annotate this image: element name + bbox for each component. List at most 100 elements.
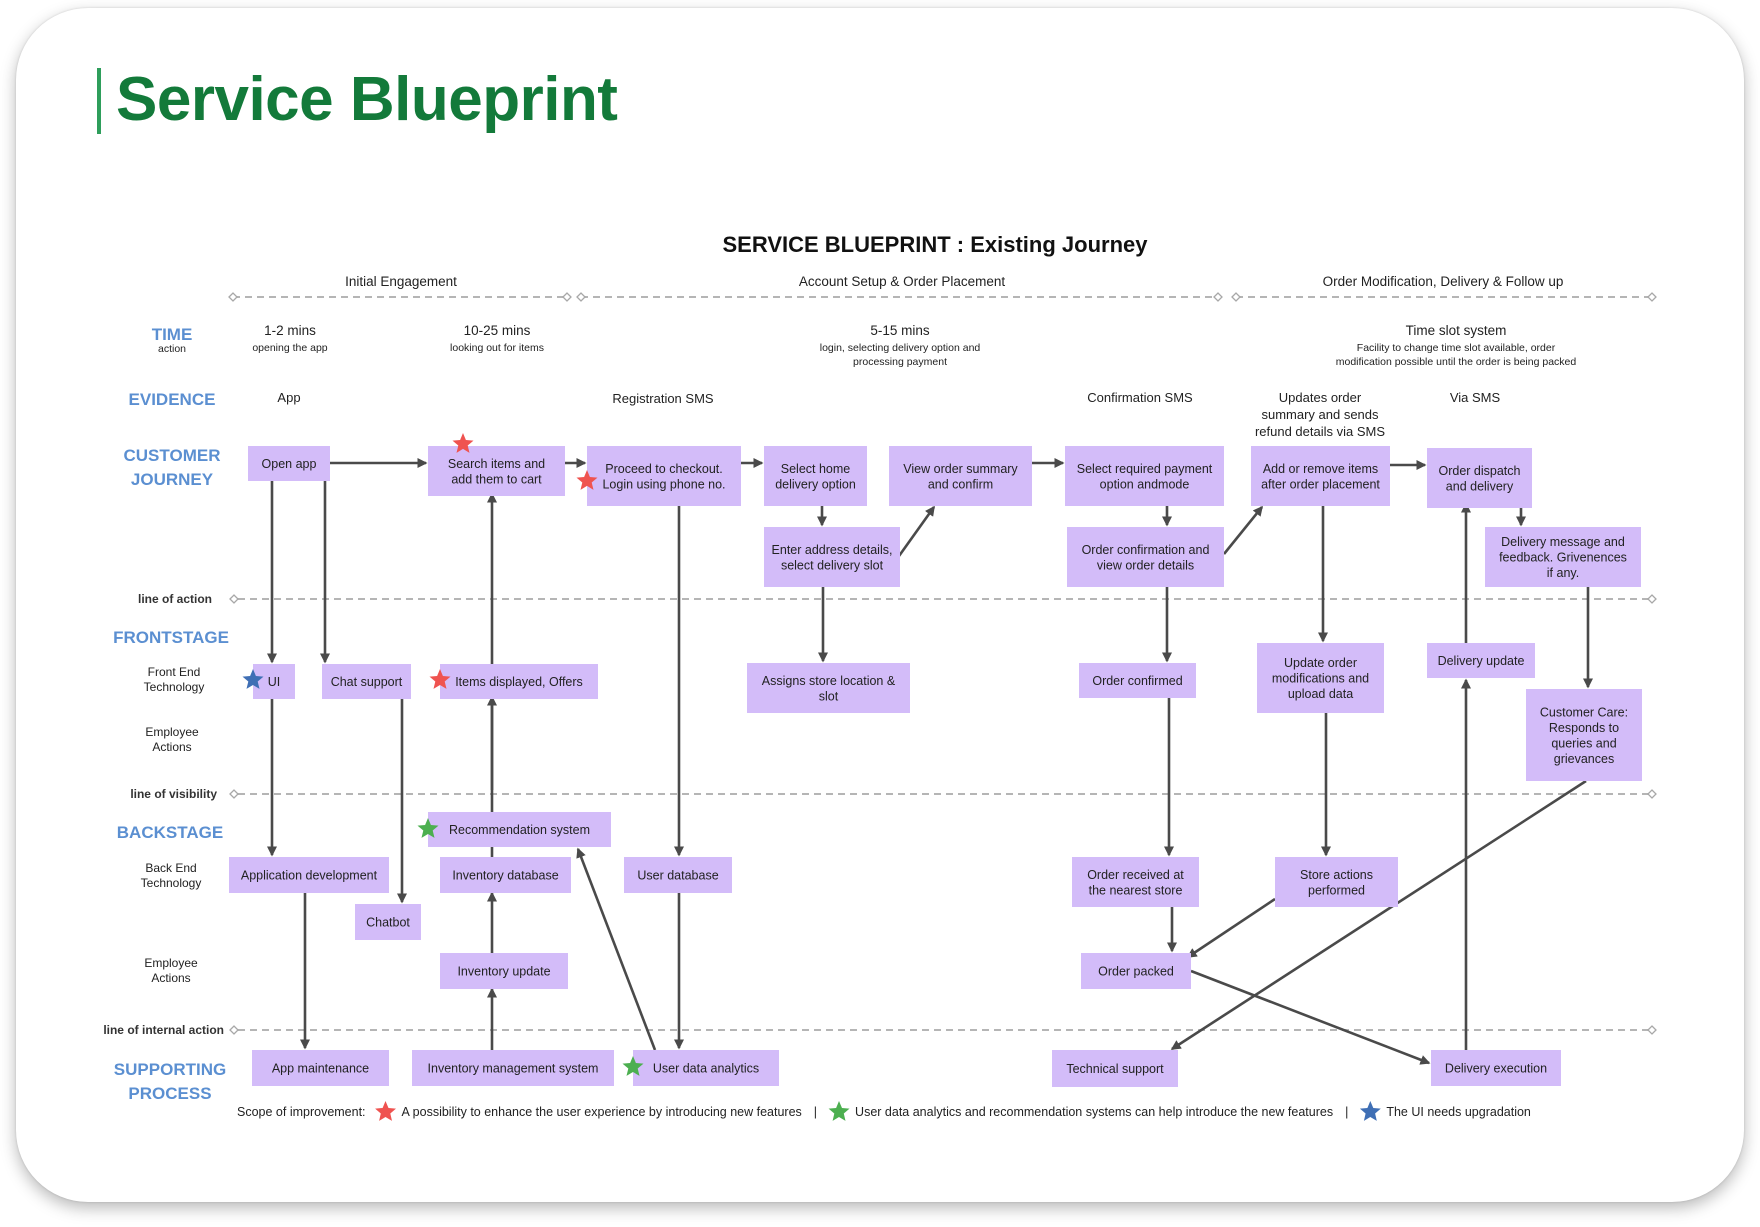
flow-arrow bbox=[897, 505, 936, 557]
box-rect bbox=[248, 446, 330, 481]
box-label: grievances bbox=[1554, 752, 1614, 766]
box-label: Customer Care: bbox=[1540, 705, 1628, 719]
box-rect bbox=[1275, 857, 1398, 907]
box-label: Application development bbox=[241, 869, 378, 883]
phase-label: Order Modification, Delivery & Follow up bbox=[1323, 274, 1564, 289]
box-rect bbox=[1072, 857, 1199, 907]
time-description: processing payment bbox=[853, 356, 947, 368]
time-description: looking out for items bbox=[450, 342, 544, 354]
box-label: upload data bbox=[1288, 687, 1353, 701]
phase-label: Initial Engagement bbox=[345, 274, 457, 289]
flow-arrow bbox=[576, 847, 657, 1051]
title-accent-bar bbox=[97, 68, 101, 134]
box-label: User database bbox=[637, 869, 718, 883]
box-rect bbox=[428, 812, 611, 847]
box-inventory-update: Inventory update bbox=[440, 953, 568, 989]
box-label: Order dispatch bbox=[1439, 464, 1521, 478]
box-label: Add or remove items bbox=[1263, 462, 1378, 476]
box-rect bbox=[1067, 527, 1224, 587]
line-marker bbox=[229, 1025, 239, 1035]
box-label: Recommendation system bbox=[449, 823, 590, 837]
box-rect bbox=[355, 904, 421, 940]
lane-label: CUSTOMER bbox=[124, 446, 221, 465]
line-label: line of action bbox=[138, 592, 212, 606]
box-rect bbox=[1065, 446, 1224, 506]
evidence-item: Updates order bbox=[1279, 390, 1362, 405]
box-label: User data analytics bbox=[653, 1062, 759, 1076]
line-marker bbox=[1647, 1025, 1657, 1035]
box-app-dev: Application development bbox=[229, 857, 389, 893]
box-rect bbox=[747, 663, 910, 713]
phase-marker bbox=[228, 292, 238, 302]
box-order-packed: Order packed bbox=[1081, 953, 1191, 989]
box-label: delivery option bbox=[775, 477, 856, 491]
box-chat-support: Chat support bbox=[322, 664, 411, 699]
red-star-icon bbox=[429, 669, 451, 689]
box-label: Update order bbox=[1284, 656, 1357, 670]
green-star-icon bbox=[417, 818, 439, 838]
green-star-icon bbox=[828, 1101, 850, 1121]
red-star-icon bbox=[452, 433, 474, 453]
box-rect bbox=[412, 1050, 614, 1086]
box-label: Inventory update bbox=[457, 965, 550, 979]
box-address-details: Enter address details,select delivery sl… bbox=[764, 527, 900, 587]
box-inventory-mgmt: Inventory management system bbox=[412, 1050, 614, 1086]
box-label: the nearest store bbox=[1089, 883, 1183, 897]
line-label: line of visibility bbox=[130, 787, 217, 801]
box-rect bbox=[440, 664, 598, 699]
box-rect bbox=[1485, 527, 1641, 587]
box-label: View order summary bbox=[903, 462, 1018, 476]
phase-marker bbox=[1213, 292, 1223, 302]
box-label: App maintenance bbox=[272, 1062, 369, 1076]
box-rect bbox=[1079, 663, 1196, 698]
box-open-app: Open app bbox=[248, 446, 330, 481]
line-marker bbox=[229, 789, 239, 799]
box-rect bbox=[1431, 1050, 1561, 1086]
box-rect bbox=[253, 664, 295, 699]
lane-sublabel: Technology bbox=[144, 680, 205, 694]
box-label: Delivery execution bbox=[1445, 1062, 1547, 1076]
flow-arrow bbox=[1222, 505, 1264, 555]
box-delivery-execution: Delivery execution bbox=[1431, 1050, 1561, 1086]
box-user-db: User database bbox=[624, 857, 732, 893]
green-star-icon bbox=[622, 1056, 644, 1076]
box-label: Assigns store location & bbox=[762, 674, 896, 688]
box-label: add them to cart bbox=[451, 472, 542, 486]
box-inventory-db: Inventory database bbox=[440, 857, 571, 893]
box-items-displayed: Items displayed, Offers bbox=[440, 664, 598, 699]
evidence-item: Via SMS bbox=[1450, 390, 1501, 405]
line-marker bbox=[1647, 789, 1657, 799]
box-order-confirmed: Order confirmed bbox=[1079, 663, 1196, 698]
box-assign-store: Assigns store location &slot bbox=[747, 663, 910, 713]
lane-sublabel: Actions bbox=[151, 971, 190, 985]
legend-separator: | bbox=[814, 1105, 817, 1119]
box-label: Search items and bbox=[448, 457, 545, 471]
blueprint-title: SERVICE BLUEPRINT : Existing Journey bbox=[722, 232, 1148, 257]
box-label: Technical support bbox=[1066, 1062, 1164, 1076]
phase-marker bbox=[576, 292, 586, 302]
line-marker bbox=[1647, 594, 1657, 604]
legend-title: Scope of improvement: bbox=[237, 1105, 366, 1119]
box-label: UI bbox=[268, 675, 281, 689]
box-rect bbox=[624, 857, 732, 893]
time-description: login, selecting delivery option and bbox=[820, 342, 981, 354]
line-marker bbox=[229, 594, 239, 604]
legend-green: User data analytics and recommendation s… bbox=[855, 1105, 1333, 1119]
box-recommendation: Recommendation system bbox=[428, 812, 611, 847]
legend-red: A possibility to enhance the user experi… bbox=[402, 1105, 802, 1119]
box-label: view order details bbox=[1097, 558, 1194, 572]
box-label: Inventory management system bbox=[428, 1062, 599, 1076]
time-description: opening the app bbox=[252, 342, 327, 354]
phase-marker bbox=[1647, 292, 1657, 302]
lane-label: BACKSTAGE bbox=[117, 823, 223, 842]
red-star-icon bbox=[576, 470, 598, 490]
box-rect bbox=[252, 1050, 389, 1086]
box-label: Delivery update bbox=[1438, 654, 1525, 668]
